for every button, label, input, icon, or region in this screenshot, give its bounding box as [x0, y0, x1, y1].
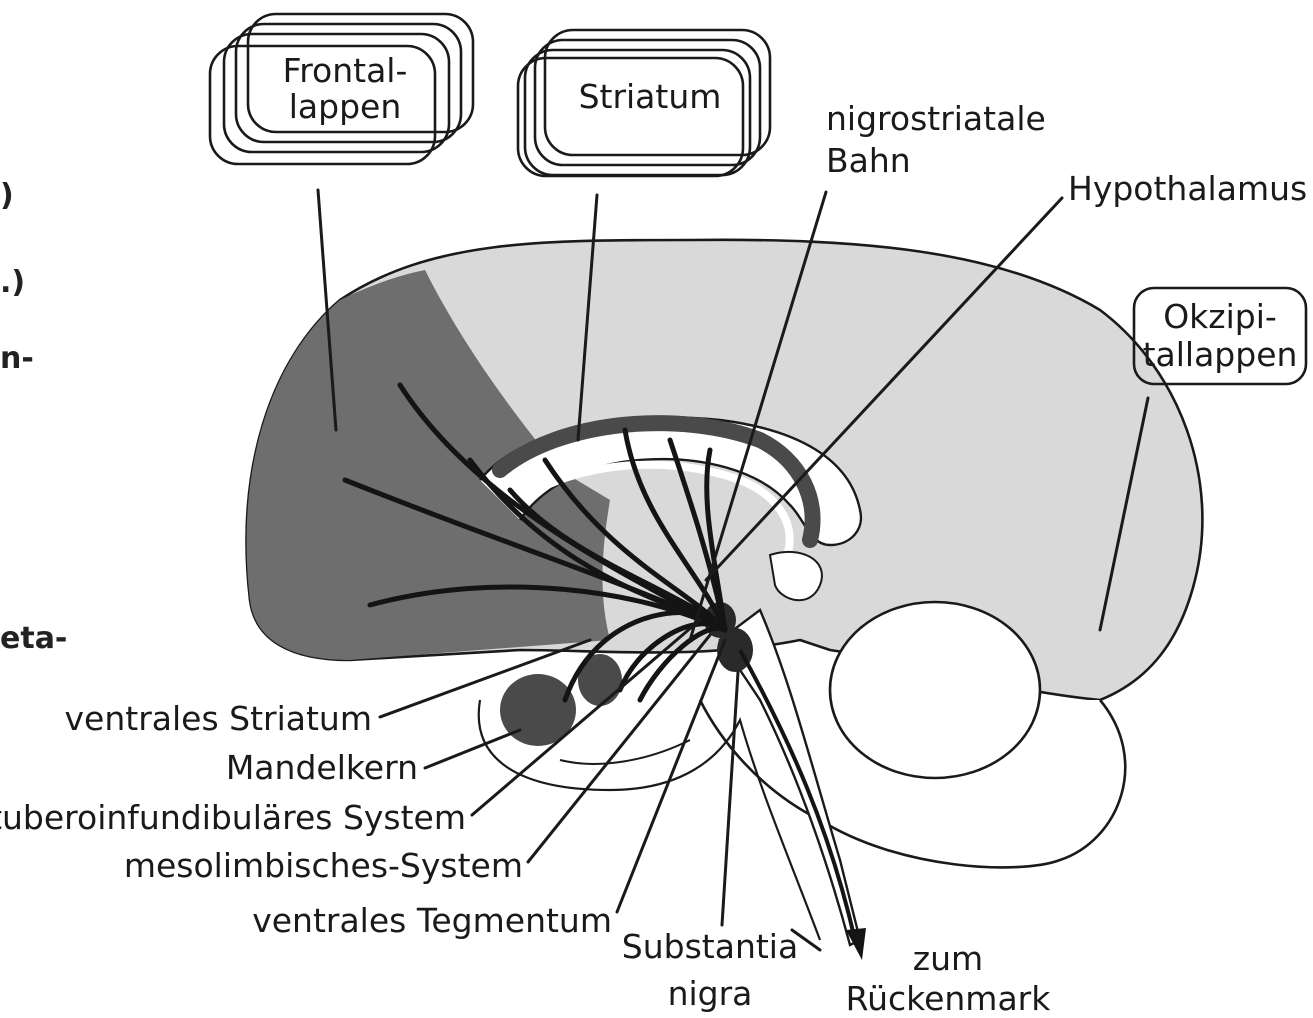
spinal-label-line1: zum — [913, 939, 983, 978]
hypothalamus-label: Hypothalamus — [1068, 169, 1307, 208]
spinal-label-line2: Rückenmark — [846, 979, 1052, 1018]
frontal-lobe-box: Frontal- lappen — [210, 14, 473, 164]
striatum-label: Striatum — [579, 77, 722, 116]
margin-fragment-2: .) — [0, 265, 25, 300]
ventral-tegmentum-leader — [617, 640, 725, 912]
occipital-lobe-box: Okzipi- tallappen — [1134, 288, 1306, 384]
amygdala-label: Mandelkern — [226, 748, 418, 787]
mesolimbic-label: mesolimbisches-System — [124, 846, 523, 885]
margin-fragment-4: eta- — [0, 621, 67, 656]
hippocampus-outline — [560, 740, 690, 764]
nigrostriatal-label-line1: nigrostriatale — [826, 99, 1046, 138]
margin-fragment-3: n- — [0, 341, 34, 376]
occipital-label-line2: tallappen — [1143, 335, 1298, 374]
substantia-label-line1: Substantia — [622, 927, 798, 966]
cerebellum — [830, 602, 1040, 778]
tuberoinfundibular-label: tuberoinfundibuläres System — [0, 798, 466, 837]
occipital-label-line1: Okzipi- — [1163, 297, 1277, 336]
margin-fragment-1: ) — [0, 178, 14, 213]
striatum-box: Striatum — [518, 30, 770, 176]
frontal-label-line2: lappen — [289, 87, 402, 126]
nigrostriatal-label-line2: Bahn — [826, 141, 911, 180]
substantia-label-line2: nigra — [668, 974, 753, 1013]
frontal-label-line1: Frontal- — [283, 51, 408, 90]
amygdala-leader — [425, 730, 520, 768]
ventral-tegmentum-label: ventrales Tegmentum — [252, 901, 612, 940]
ventral-striatum-label: ventrales Striatum — [65, 699, 372, 738]
